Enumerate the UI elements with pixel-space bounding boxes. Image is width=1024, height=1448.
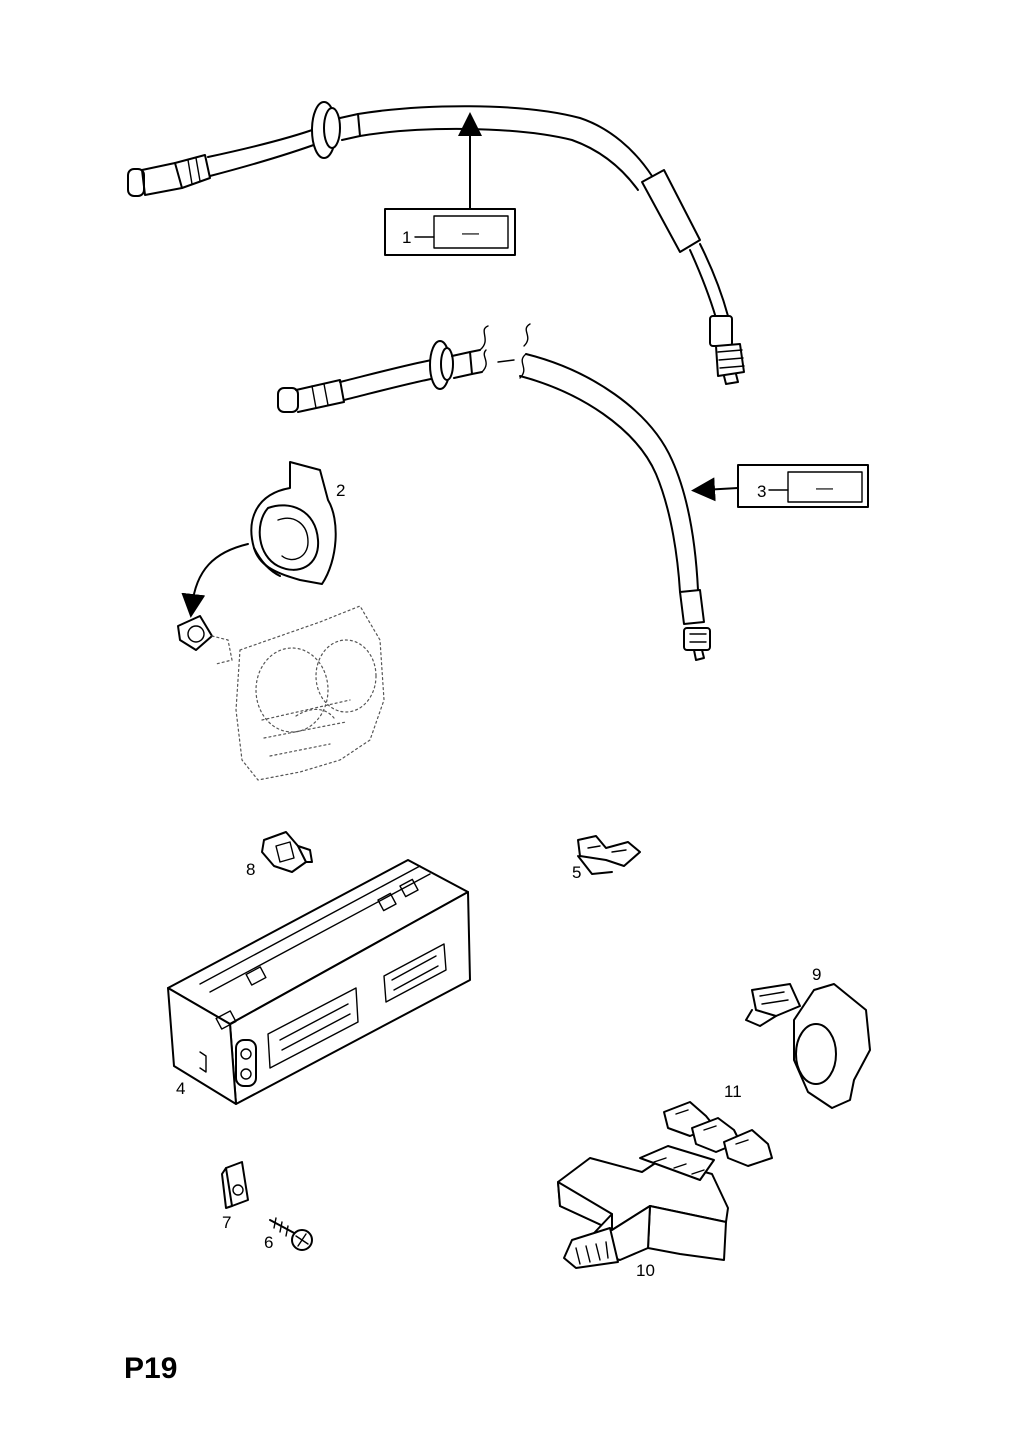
clip-nut-7: 7 <box>221 1161 249 1232</box>
callout-1-detail: — <box>462 223 479 242</box>
callout-1: 1 — <box>384 112 516 256</box>
info-display-unit: 4 <box>167 859 471 1105</box>
instrument-cluster-phantom <box>177 605 385 781</box>
speedometer-cable-lower <box>277 323 711 661</box>
bulb-holder-clip: 2 <box>181 461 345 618</box>
label-2: 2 <box>336 481 345 500</box>
callout-3-detail: — <box>816 478 833 497</box>
label-11: 11 <box>724 1082 742 1101</box>
callout-3: 3 — <box>691 464 869 508</box>
bracket-5: 5 <box>572 835 641 882</box>
label-6: 6 <box>264 1233 273 1252</box>
bulb-holder-9: 9 <box>745 965 871 1109</box>
screw-6: 6 <box>264 1217 313 1252</box>
bulb-8: 8 <box>246 831 313 879</box>
label-5: 5 <box>572 863 581 882</box>
callout-3-number: 3 <box>757 482 766 501</box>
speedometer-cable-upper <box>127 101 745 385</box>
page-code: P19 <box>124 1352 177 1385</box>
label-7: 7 <box>222 1213 231 1232</box>
label-4: 4 <box>176 1079 185 1098</box>
contacts-11: 11 <box>663 1082 773 1167</box>
label-10: 10 <box>636 1261 655 1280</box>
callout-1-number: 1 <box>402 228 411 247</box>
label-8: 8 <box>246 860 255 879</box>
label-9: 9 <box>812 965 821 984</box>
connector-housing-10: 10 <box>557 1145 729 1280</box>
